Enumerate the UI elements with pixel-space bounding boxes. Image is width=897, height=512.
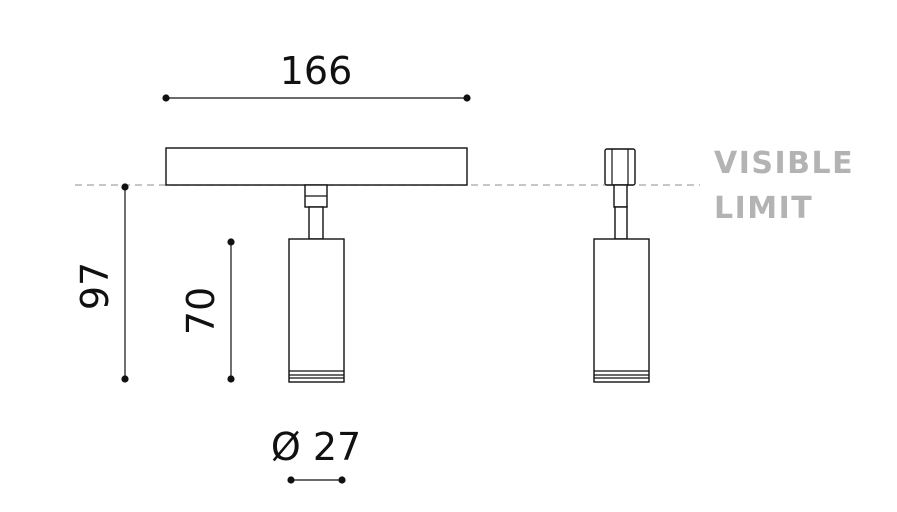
- front-stem: [308, 206, 324, 240]
- diameter-dimension-end-right: [338, 476, 346, 484]
- width-dimension-label: 166: [280, 49, 353, 93]
- total-height-dimension-label: 97: [73, 262, 117, 310]
- head-height-dimension-label: 70: [179, 287, 223, 335]
- side-spotlight-head: [593, 238, 650, 383]
- total-height-dimension-end-top: [121, 183, 129, 191]
- diameter-dimension-end-left: [287, 476, 295, 484]
- front-track-adapter: [165, 147, 468, 186]
- front-spotlight-head: [288, 238, 345, 383]
- side-track-adapter: [604, 148, 636, 186]
- head-height-dimension-end-top: [227, 238, 235, 246]
- visible-limit-label-line1: VISIBLE: [714, 146, 854, 181]
- total-height-dimension-end-bottom: [121, 375, 129, 383]
- width-dimension-end-left: [162, 94, 170, 102]
- side-stem: [614, 206, 628, 240]
- width-dimension-end-right: [463, 94, 471, 102]
- visible-limit-label-line2: LIMIT: [714, 191, 813, 226]
- side-view: [593, 148, 650, 383]
- diameter-dimension-label: Ø 27: [271, 425, 361, 469]
- front-view: [165, 147, 468, 383]
- head-height-dimension-end-bottom: [227, 375, 235, 383]
- side-connector: [613, 184, 628, 208]
